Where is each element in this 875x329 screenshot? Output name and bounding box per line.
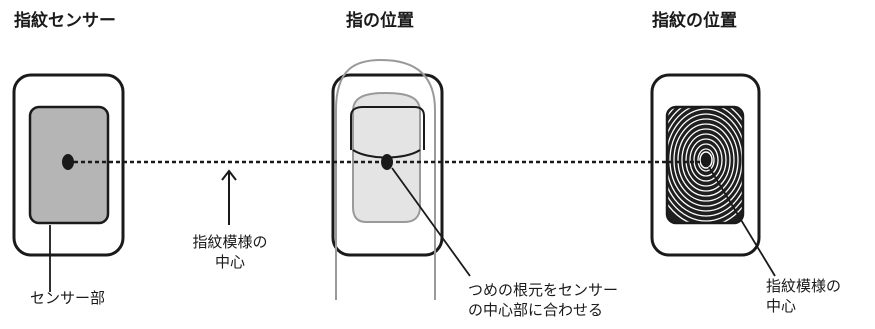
finger-on-sensor bbox=[331, 58, 444, 300]
label-pattern-center-right: 指紋模様の 中心 bbox=[766, 276, 841, 316]
fingerprint-area-border bbox=[665, 105, 745, 225]
label-nail-base: つめの根元をセンサー の中心部に合わせる bbox=[468, 280, 618, 320]
title-finger-position: 指の位置 bbox=[346, 11, 414, 31]
label-pattern-center-mid-line2: 中心 bbox=[214, 253, 245, 271]
label-pattern-center-mid-line1: 指紋模様の bbox=[192, 233, 268, 251]
nail-base-leader bbox=[391, 167, 471, 277]
label-nail-base-line2: の中心部に合わせる bbox=[468, 301, 604, 319]
label-pattern-center-mid: 指紋模様の 中心 bbox=[160, 232, 300, 272]
title-fingerprint-position: 指紋の位置 bbox=[652, 11, 737, 31]
title-fingerprint-sensor: 指紋センサー bbox=[14, 11, 116, 31]
label-sensor-part: センサー部 bbox=[30, 289, 106, 307]
sensor-device bbox=[12, 73, 125, 257]
pattern-center-leader bbox=[708, 166, 776, 277]
sensor-center-dot bbox=[62, 154, 74, 170]
label-pattern-center-right-line2: 中心 bbox=[766, 297, 797, 315]
finger-outline bbox=[335, 58, 436, 300]
fingerprint-on-sensor bbox=[650, 73, 761, 257]
fingerprint-center-dot bbox=[699, 151, 713, 169]
sensor-edge-under-finger bbox=[350, 106, 425, 150]
pattern-center-arrow bbox=[221, 169, 237, 225]
label-pattern-center-right-line1: 指紋模様の bbox=[766, 277, 842, 295]
label-nail-base-line1: つめの根元をセンサー bbox=[468, 281, 619, 299]
nail-base-center-dot bbox=[381, 154, 393, 170]
fingerprint-ridges bbox=[667, 107, 743, 223]
